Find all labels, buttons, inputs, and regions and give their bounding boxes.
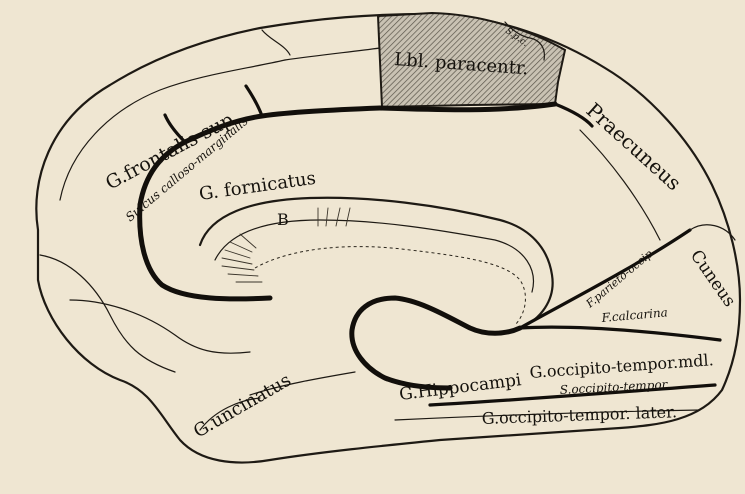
frontal-contour-5 — [262, 30, 290, 55]
label-cuneus: Cuneus — [686, 246, 739, 310]
fornix-dashed — [255, 247, 525, 325]
label-calcarina: F.calcarina — [600, 305, 668, 325]
label-occipito-tempor-mdl: G.occipito-tempor.mdl. — [529, 350, 714, 382]
label-praecuneus: Praecuneus — [582, 98, 686, 195]
label-uncinatus: G.uncinatus — [190, 370, 295, 443]
frontal-contour-4 — [285, 48, 380, 60]
callosomarginal-branch-1 — [246, 86, 262, 116]
corpus-callosum — [200, 198, 553, 328]
label-s-occipito-tempor: S.occipito-tempor. — [559, 377, 670, 397]
corpus-callosum-inner — [215, 220, 533, 292]
label-parieto-occip: F.parieto-occip. — [583, 245, 658, 311]
calcarine-fissure — [520, 327, 720, 340]
frontal-contour-3 — [70, 300, 250, 353]
label-b: B — [277, 210, 289, 229]
